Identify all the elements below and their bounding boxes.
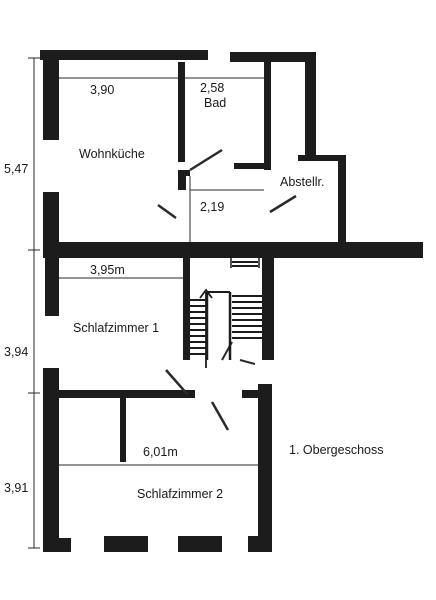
- wall-bedroom-divider-right: [242, 390, 272, 398]
- wall-bedroom-divider-left: [45, 390, 195, 398]
- wall-left-middle-a: [45, 258, 59, 316]
- wall-left-upper-a: [43, 50, 59, 140]
- wall-top-right: [230, 52, 316, 62]
- wall-bad-left: [178, 62, 185, 162]
- wall-stair-right: [262, 258, 274, 360]
- wall-stair-left: [183, 258, 190, 360]
- wall-flur-left-stub: [178, 170, 186, 190]
- wall-inner-stub: [120, 398, 126, 462]
- wall-bottom-b: [104, 536, 148, 552]
- wall-abstell-top: [298, 155, 346, 161]
- wall-left-lower: [43, 398, 59, 550]
- door-bad: [189, 148, 223, 172]
- wall-right-lower: [258, 384, 272, 552]
- door-schlafzimmer-1: [165, 369, 189, 396]
- wall-left-upper-b: [43, 192, 59, 252]
- wall-bad-bottom-right: [234, 163, 270, 169]
- wall-top-left: [40, 50, 208, 60]
- door-wohnkueche: [157, 203, 177, 220]
- wall-bad-right: [264, 62, 271, 170]
- stair-arrow-icon: [199, 288, 213, 368]
- staircase: [190, 242, 262, 360]
- wall-bottom-a: [43, 538, 71, 552]
- wall-bottom-c: [178, 536, 222, 552]
- wall-abstell-right: [338, 155, 346, 245]
- door-abstellraum: [269, 194, 297, 214]
- wall-right-upper: [305, 52, 316, 160]
- door-schlafzimmer-2: [210, 401, 230, 431]
- walls: [40, 50, 423, 552]
- wall-bottom-d: [248, 536, 272, 552]
